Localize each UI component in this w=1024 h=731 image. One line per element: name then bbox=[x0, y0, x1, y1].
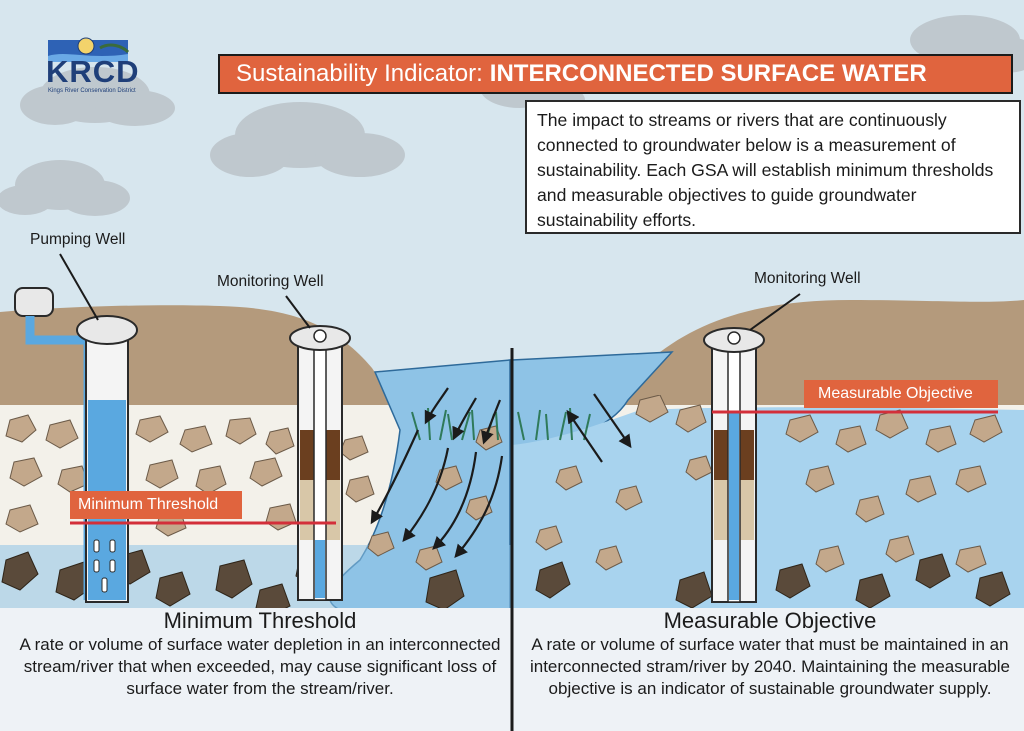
title-emphasis: INTERCONNECTED SURFACE WATER bbox=[489, 60, 927, 87]
monitoring-well-icon bbox=[703, 327, 765, 603]
monitoring-well-right-label: Monitoring Well bbox=[754, 270, 861, 287]
monitoring-well-left-label: Monitoring Well bbox=[217, 273, 324, 290]
flow-arrow-icon bbox=[566, 393, 632, 463]
monitoring-well-right-pointer bbox=[749, 293, 801, 331]
cloud-icon bbox=[20, 67, 175, 126]
cloud-icon bbox=[210, 102, 405, 177]
monitoring-well-icon bbox=[289, 325, 351, 601]
logo: KRCD Kings River Conservation District bbox=[38, 34, 146, 94]
logo-subtitle: Kings River Conservation District bbox=[48, 88, 136, 94]
measurable-objective-heading: Measurable Objective bbox=[663, 608, 877, 633]
rocks-right bbox=[535, 395, 1011, 609]
monitoring-well-left-pointer bbox=[285, 295, 311, 329]
title-prefix: Sustainability Indicator: bbox=[236, 60, 483, 87]
minimum-threshold-caption: Minimum Threshold A rate or volume of su… bbox=[10, 608, 510, 700]
pumping-well-pointer bbox=[59, 253, 99, 321]
minimum-threshold-heading: Minimum Threshold bbox=[163, 608, 357, 633]
minimum-threshold-tag: Minimum Threshold bbox=[70, 491, 242, 519]
title-banner: Sustainability Indicator: INTERCONNECTED… bbox=[218, 54, 1013, 94]
minimum-threshold-body: A rate or volume of surface water deplet… bbox=[19, 635, 501, 698]
intro-text-box: The impact to streams or rivers that are… bbox=[525, 100, 1021, 234]
measurable-objective-body: A rate or volume of surface water that m… bbox=[529, 635, 1011, 698]
measurable-objective-tag: Measurable Objective bbox=[804, 380, 998, 408]
measurable-objective-caption: Measurable Objective A rate or volume of… bbox=[516, 608, 1024, 700]
pumping-well-label: Pumping Well bbox=[30, 231, 126, 248]
logo-text: KRCD bbox=[46, 54, 140, 89]
flow-arrow-icon bbox=[370, 387, 504, 559]
kings-river-logo-icon bbox=[48, 37, 130, 62]
cloud-icon bbox=[0, 160, 130, 216]
